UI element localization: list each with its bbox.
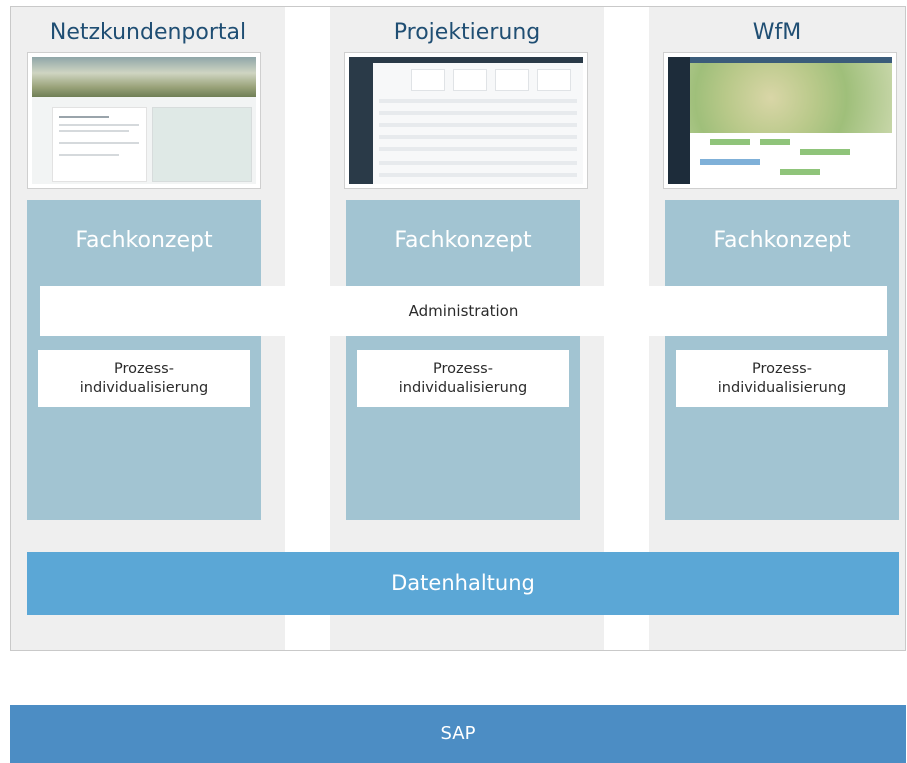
- map-thumbnail: [152, 107, 252, 182]
- table-row: [379, 99, 577, 103]
- netzkundenportal-screenshot: [27, 52, 261, 189]
- kpi-tile: [411, 69, 445, 91]
- table-row: [379, 111, 577, 115]
- prozess-box-wfm: Prozess- individualisierung: [676, 350, 888, 407]
- schedule-cell: [800, 149, 850, 155]
- schedule-cell: [780, 169, 820, 175]
- toolbar: [690, 57, 892, 63]
- prozess-box-projektierung: Prozess- individualisierung: [357, 350, 569, 407]
- prozess-line2: individualisierung: [717, 380, 847, 396]
- sidebar-panel: [668, 57, 690, 184]
- column-title-netzkundenportal: Netzkundenportal: [49, 20, 247, 45]
- table-row: [379, 147, 577, 151]
- datenhaltung-bar: Datenhaltung: [27, 552, 899, 615]
- prozess-line2: individualisierung: [79, 380, 209, 396]
- column-title-wfm: WfM: [752, 20, 802, 45]
- administration-bar: Administration: [40, 286, 887, 336]
- prozess-line1: Prozess-: [114, 361, 174, 377]
- check-card: [52, 107, 147, 182]
- fachkonzept-label: Fachkonzept: [75, 228, 213, 253]
- prozess-line1: Prozess-: [433, 361, 493, 377]
- kpi-tile: [537, 69, 571, 91]
- map-view: [690, 63, 892, 133]
- prozess-line2: individualisierung: [398, 380, 528, 396]
- sap-bar: SAP: [10, 705, 906, 763]
- table-row: [379, 161, 577, 165]
- topbar: [373, 57, 583, 63]
- schedule-cell: [710, 139, 750, 145]
- fachkonzept-label: Fachkonzept: [713, 228, 851, 253]
- schedule-cell: [700, 159, 760, 165]
- table-row: [379, 135, 577, 139]
- dashboard-panel: [373, 57, 583, 184]
- column-title-projektierung: Projektierung: [393, 20, 541, 45]
- table-row: [379, 173, 577, 177]
- landscape-header-image: [32, 57, 256, 97]
- sidebar-panel: [349, 57, 373, 184]
- kpi-tile: [453, 69, 487, 91]
- fachkonzept-label: Fachkonzept: [394, 228, 532, 253]
- schedule-cell: [760, 139, 790, 145]
- schedule-grid: [690, 135, 892, 184]
- projektierung-screenshot: [344, 52, 588, 189]
- wfm-screenshot: [663, 52, 897, 189]
- prozess-line1: Prozess-: [752, 361, 812, 377]
- prozess-box-netzkundenportal: Prozess- individualisierung: [38, 350, 250, 407]
- table-row: [379, 123, 577, 127]
- kpi-tile: [495, 69, 529, 91]
